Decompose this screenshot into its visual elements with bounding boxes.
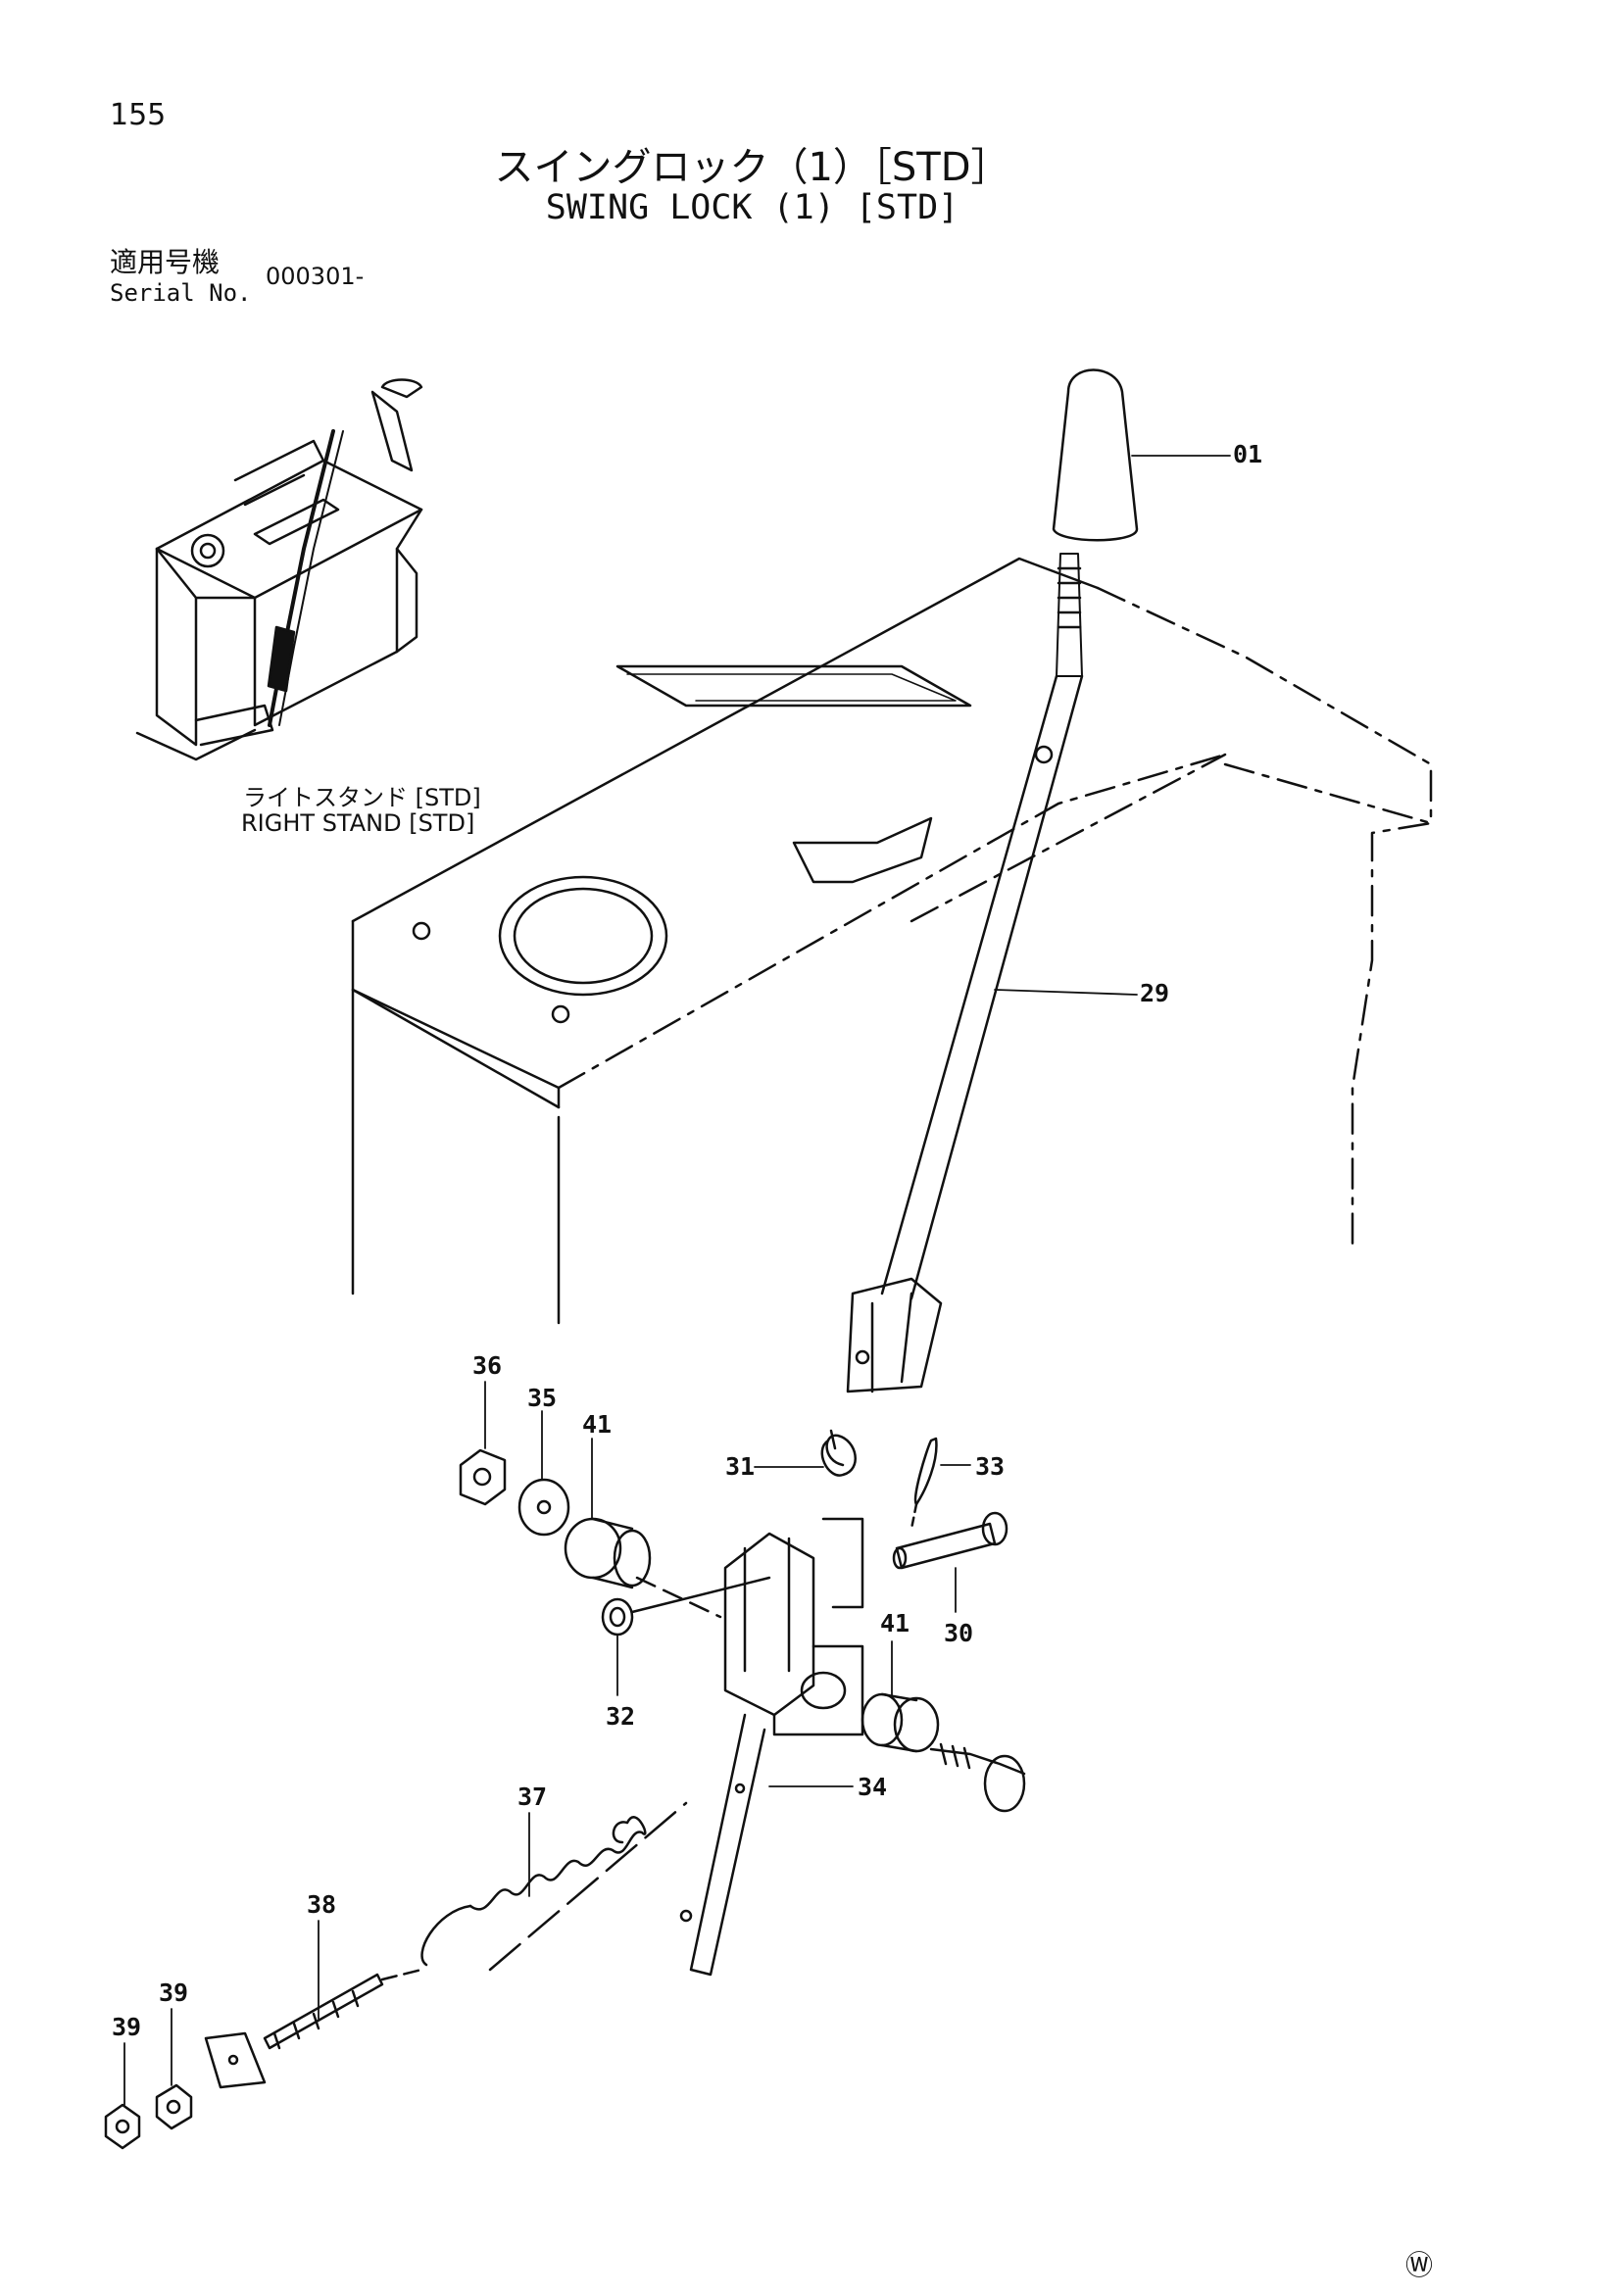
bracket-assembly bbox=[488, 1517, 864, 1977]
callout-30: 30 bbox=[944, 1619, 973, 1647]
title-japanese: スイングロック（1）［STD］ bbox=[494, 145, 1010, 190]
serial-label-english: Serial No. bbox=[110, 279, 252, 307]
callout-39-right: 39 bbox=[159, 1978, 188, 2007]
callout-38: 38 bbox=[307, 1890, 336, 1919]
small-parts bbox=[104, 1429, 1026, 2150]
callout-29: 29 bbox=[1140, 979, 1169, 1007]
title-english: SWING LOCK (1) [STD] bbox=[545, 188, 959, 227]
serial-label-japanese: 適用号機 bbox=[110, 246, 221, 278]
callout-39-left: 39 bbox=[112, 2013, 141, 2041]
callout-36: 36 bbox=[472, 1351, 502, 1380]
callout-01: 01 bbox=[1233, 440, 1262, 468]
callout-37: 37 bbox=[517, 1783, 547, 1811]
callout-41-left: 41 bbox=[582, 1410, 612, 1439]
leader-lines bbox=[123, 455, 1231, 2106]
callout-35: 35 bbox=[527, 1384, 557, 1412]
lever-assembly bbox=[846, 368, 1139, 1393]
callout-33: 33 bbox=[975, 1452, 1005, 1481]
watermark-logo: Ⓦ bbox=[1405, 2249, 1434, 2281]
serial-number-value: 000301- bbox=[266, 263, 365, 290]
callout-32: 32 bbox=[606, 1702, 635, 1731]
right-stand-inset bbox=[135, 378, 423, 761]
callout-31: 31 bbox=[725, 1452, 755, 1481]
callout-labels: 01 29 36 35 41 31 33 30 41 32 34 37 38 3… bbox=[112, 440, 1262, 2041]
callout-34: 34 bbox=[858, 1773, 887, 1801]
console-box bbox=[351, 557, 1433, 1325]
callout-41-right: 41 bbox=[880, 1609, 910, 1637]
inset-label-japanese: ライトスタンド [STD] bbox=[243, 784, 481, 811]
page-number: 155 bbox=[110, 98, 167, 132]
inset-label-english: RIGHT STAND [STD] bbox=[241, 809, 475, 837]
